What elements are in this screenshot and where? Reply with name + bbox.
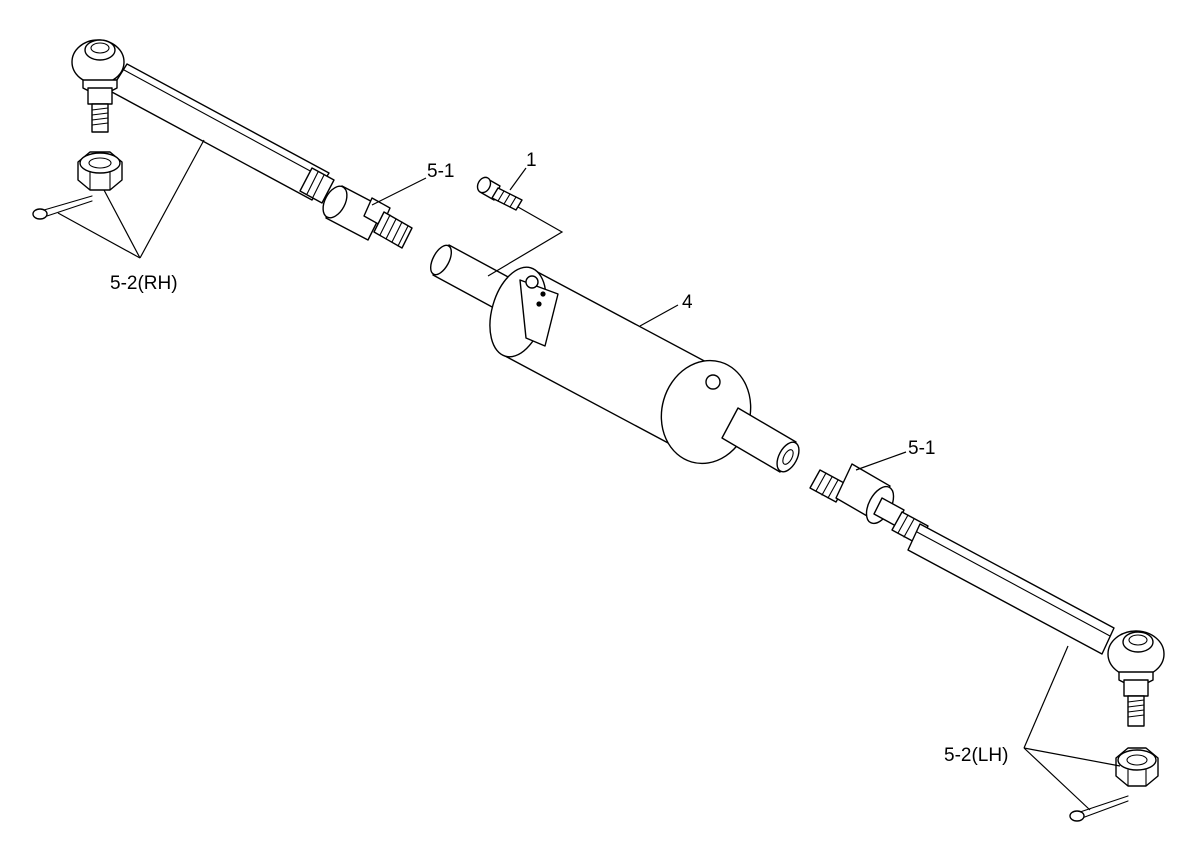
tie-rod-rh <box>32 39 335 220</box>
cylinder-rod-right <box>721 407 797 473</box>
callout-rod-end-lower: 5-1 <box>908 438 935 459</box>
castle-nut-lh <box>1115 747 1159 787</box>
callout-tie-rod-rh: 5-2(RH) <box>110 273 178 294</box>
tie-rod-rh-tube <box>109 63 330 201</box>
rod-end-lower <box>809 463 905 527</box>
ball-joint-lh <box>1107 630 1165 727</box>
castle-nut-rh <box>77 151 123 191</box>
callout-rod-end-upper: 5-1 <box>427 161 454 182</box>
cotter-pin-rh <box>32 195 93 220</box>
leader-lines <box>57 139 1121 811</box>
callout-bolt: 1 <box>526 150 537 171</box>
callout-cylinder: 4 <box>682 292 693 313</box>
rod-end-upper <box>322 185 413 249</box>
tie-rod-lh <box>891 511 1165 822</box>
callout-tie-rod-lh: 5-2(LH) <box>944 745 1008 766</box>
ball-joint-rh <box>71 39 125 133</box>
tie-rod-lh-tube <box>907 523 1115 655</box>
steering-cylinder <box>429 244 800 473</box>
cotter-pin-lh <box>1069 795 1129 822</box>
bolt <box>476 176 523 211</box>
